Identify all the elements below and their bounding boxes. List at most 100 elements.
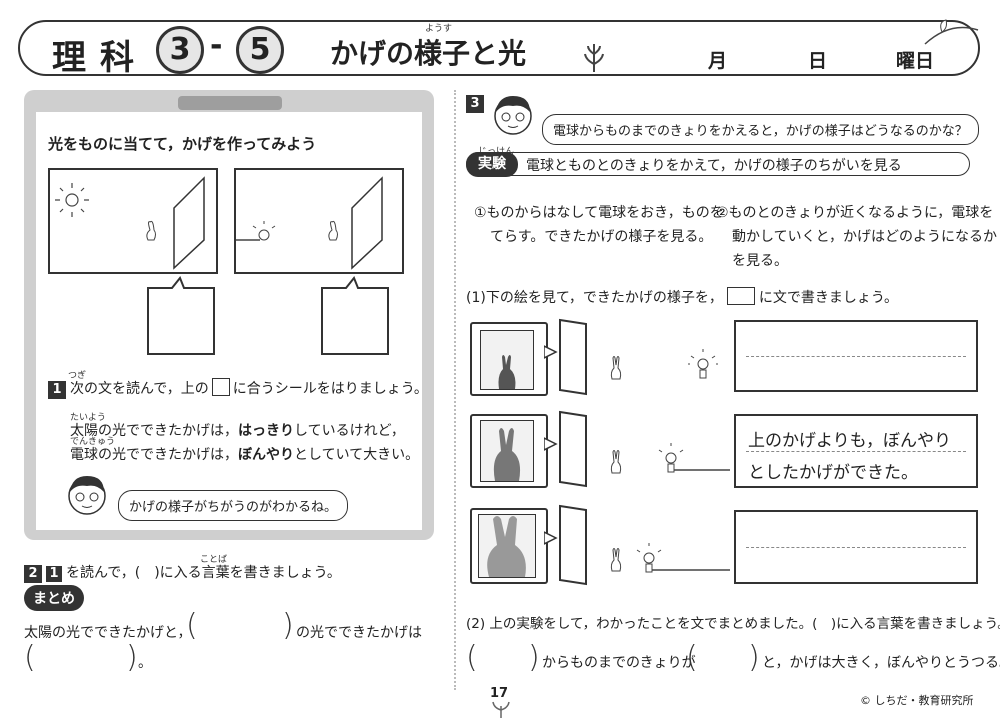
rabbit-icon xyxy=(328,220,338,241)
q3-number-wrap: 3 xyxy=(466,92,488,113)
shadow-screen-2 xyxy=(480,420,534,482)
sprout-icon xyxy=(584,44,604,72)
q1-number: 1 xyxy=(48,381,66,399)
step1-a: ①ものからはなして電球をおき，ものを xyxy=(474,205,724,221)
para-line-2: 電球の光でできたかげは，ぼんやりとしていて大きい。 xyxy=(70,444,419,464)
unit-badge: 5 xyxy=(236,26,284,74)
clip-icon xyxy=(178,96,282,110)
experiment-tag: 実験 xyxy=(466,152,518,177)
screen-panel-3 xyxy=(559,504,587,586)
speech-bubble-right: 電球からものまでのきょりをかえると，かげの様子はどうなるのかな？ xyxy=(542,114,979,145)
summary-line-a: 太陽の光でできたかげと， xyxy=(24,625,192,641)
rabbit-shadow-small xyxy=(498,355,516,389)
activity-heading: 光をものに当てて，かげを作ってみよう xyxy=(48,135,317,153)
shadow-screen-1 xyxy=(480,330,534,390)
sub2-instruction: (2) 上の実験をして，わかったことを文でまとめました。( )に入る言葉を書きま… xyxy=(466,616,1000,632)
para2-a: 電球の光でできたかげは， xyxy=(70,447,238,463)
rabbit-shadow-large xyxy=(487,516,526,577)
sun-scene xyxy=(48,168,218,274)
para1-c: しているけれど， xyxy=(294,423,405,439)
answer-text-1: 上のかげよりも，ぼんやり xyxy=(748,431,951,451)
shadow-screen-3 xyxy=(478,514,536,578)
sub1-b: に文で書きましょう。 xyxy=(758,290,899,306)
sticker-box-1[interactable] xyxy=(146,276,216,356)
q1-text-a: 次の文を読んで，上の xyxy=(70,381,209,397)
final-line-b: と，かげは大きく，ぼんやりとうつる。 xyxy=(762,655,1000,671)
para2-c: としていて大きい。 xyxy=(294,447,420,463)
sprout-icon xyxy=(492,701,510,718)
sun-scene-drawing xyxy=(55,176,205,270)
bubble-pointer xyxy=(544,437,558,451)
blank-paren-2-close[interactable]: ) xyxy=(126,640,138,675)
para1-a: 太陽の光でできたかげは， xyxy=(70,423,238,439)
q2-ruby: ことば xyxy=(200,555,228,565)
title-ruby: ようす xyxy=(425,24,453,34)
day-field[interactable]: 日 xyxy=(808,50,828,72)
grade-badge: 3 xyxy=(156,26,204,74)
blank-box-icon xyxy=(211,378,230,396)
q1-ruby: つぎ xyxy=(68,371,87,381)
page-title: かげの様子と光 xyxy=(330,37,527,70)
page-divider xyxy=(454,90,456,690)
rabbit-icon xyxy=(146,220,156,241)
blank-paren-1[interactable]: ( xyxy=(186,608,198,643)
answer-box-2[interactable] xyxy=(734,414,978,488)
vine-icon xyxy=(924,19,979,45)
blank-paren-4[interactable]: ( xyxy=(686,640,698,675)
final-line-a: からものまでのきょりが xyxy=(542,655,696,671)
bulb-scene-drawing xyxy=(236,176,383,270)
screen-icon xyxy=(173,176,205,270)
rabbit-icon xyxy=(610,450,622,474)
blank-paren-3-close[interactable]: ) xyxy=(528,640,540,675)
sub1-a: (1)下の絵を見て，できたかげの様子を， xyxy=(466,290,723,306)
para2-b: ぼんやり xyxy=(238,447,294,463)
step2-c: を見る。 xyxy=(732,253,788,269)
sun-icon xyxy=(55,183,89,217)
month-field[interactable]: 月 xyxy=(708,50,728,72)
boy-avatar-icon xyxy=(68,476,106,515)
answer-box-1[interactable] xyxy=(734,320,978,392)
bubble-pointer xyxy=(544,531,558,545)
boy-avatar-icon xyxy=(494,96,532,135)
summary-line-b: の光でできたかげは xyxy=(296,625,422,641)
blank-paren-2[interactable]: ( xyxy=(24,640,36,675)
weekday-field[interactable]: 曜日 xyxy=(896,50,935,72)
para-line-1: 太陽の光でできたかげは，はっきりしているけれど， xyxy=(70,420,405,440)
summary-period: 。 xyxy=(138,655,152,671)
q2-ref-badge: 1 xyxy=(46,566,62,582)
answer-box-3[interactable] xyxy=(734,510,978,584)
q2-text: を読んで，( )に入る言葉を書きましょう。 xyxy=(66,565,341,581)
para-ruby-2: でんきゅう xyxy=(70,437,116,447)
blank-paren-1-close[interactable]: ) xyxy=(282,608,294,643)
q1-text-b: に合うシールをはりましょう。 xyxy=(232,381,428,397)
para1-b: はっきり xyxy=(238,423,294,439)
page-number: 17 xyxy=(490,686,509,701)
rabbit-icon xyxy=(610,356,622,380)
blank-box-icon xyxy=(726,287,755,305)
bulb-icon xyxy=(636,543,730,573)
step2-b: 動かしていくと，かげはどのようになるか xyxy=(732,229,998,245)
subject-label: 理科 xyxy=(52,38,148,78)
bulb-icon xyxy=(258,229,270,241)
step2-a: ②ものとのきょりが近くなるように，電球を xyxy=(716,205,994,221)
answer-text-2: としたかげができた。 xyxy=(748,463,918,483)
blank-paren-4-close[interactable]: ) xyxy=(748,640,760,675)
sub1-instruction: (1)下の絵を見て，できたかげの様子を， に文で書きましょう。 xyxy=(466,287,898,307)
screen-panel-1 xyxy=(559,318,587,396)
matome-label: まとめ xyxy=(24,585,84,611)
bulb-icon xyxy=(658,443,730,473)
rabbit-shadow-medium xyxy=(493,428,521,481)
q3-number: 3 xyxy=(466,95,484,113)
screen-panel-2 xyxy=(559,410,587,488)
copyright: © しちだ・教育研究所 xyxy=(860,694,974,707)
blank-paren-3[interactable]: ( xyxy=(466,640,478,675)
sticker-box-2[interactable] xyxy=(320,276,390,356)
unit-dash: - xyxy=(210,28,223,63)
experiment-text: 電球とものとのきょりをかえて，かげの様子のちがいを見る xyxy=(526,158,902,174)
bubble-pointer xyxy=(544,345,558,359)
para-ruby-1: たいよう xyxy=(70,413,106,423)
rabbit-icon xyxy=(610,548,622,572)
step1-b: てらす。できたかげの様子を見る。 xyxy=(490,229,713,245)
